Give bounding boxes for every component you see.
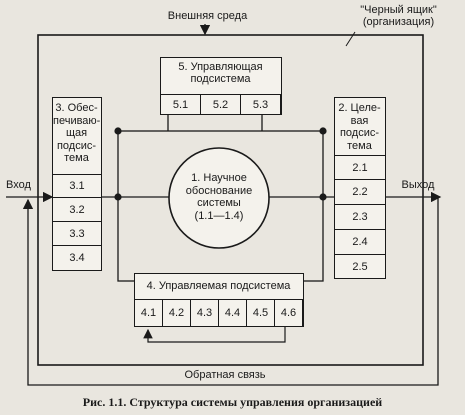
feedback-loop [22,197,439,386]
subsystem-2-cell: 2.4 [334,229,386,255]
subsystem-4-cell: 4.5 [246,299,275,327]
junction-dot [319,193,327,201]
subsystem-2-title: 2. Целе- вая подсис- тема [338,102,381,152]
black-box-pointer [345,31,356,47]
subsystem-3-title: 3. Обес- печиваю- щая подсис- тема [53,102,101,164]
subsystem-4-cell: 4.1 [134,299,163,327]
subsystem-4-title: 4. Управляемая подсистема [146,280,291,292]
subsystem-5-cell: 5.3 [240,94,281,115]
subsystem-2-cell: 2.2 [334,179,386,205]
subsystem-3-cell: 3.3 [52,221,102,246]
subsystem-3-box: 3. Обес- печиваю- щая подсис- тема 3.1 3… [52,97,102,271]
subsystem-5-box: 5. Управляющая подсистема 5.1 5.2 5.3 [160,57,282,115]
subsystem-2-cell: 2.1 [334,155,386,180]
subsystem-2-box: 2. Целе- вая подсис- тема 2.1 2.2 2.3 2.… [334,97,386,279]
black-box-frame [37,34,424,366]
subsystem-2-cell: 2.5 [334,254,386,279]
subsystem-3-cell: 3.2 [52,197,102,222]
subsystem-4-cell: 4.3 [190,299,219,327]
subsystem-5-cell: 5.2 [200,94,241,115]
subsystem-4-cell: 4.6 [274,299,303,327]
output-label: Выход [401,179,435,191]
feedback-label-word1: Обратная [184,369,235,381]
feedback-label: Обратная связь [160,369,290,381]
junction-dot [319,127,327,135]
subsystem-4-cell: 4.4 [218,299,247,327]
subsystem-3-cell: 3.4 [52,245,102,271]
external-environment-label: Внешняя среда [167,10,248,22]
subsystem-4-feedback [143,326,286,343]
figure-caption: Рис. 1.1. Структура системы управления о… [82,395,383,409]
junction-dot [114,127,122,135]
subsystem-3-cell: 3.1 [52,174,102,198]
black-box-label: "Черный ящик" (организация) [360,4,437,28]
junction-dot [114,193,122,201]
subsystem-4-box: 4. Управляемая подсистема 4.1 4.2 4.3 4.… [134,273,304,327]
subsystem-1-title: 1. Научное обоснование системы (1.1—1.4) [185,172,253,222]
subsystem-4-cell: 4.2 [162,299,191,327]
subsystem-5-title: 5. Управляющая подсистема [178,61,263,85]
feedback-label-word2: связь [237,369,266,381]
subsystem-1-circle [168,147,270,249]
subsystem-2-cell: 2.3 [334,204,386,230]
input-label: Вход [6,179,31,191]
subsystem-5-cell: 5.1 [160,94,201,115]
